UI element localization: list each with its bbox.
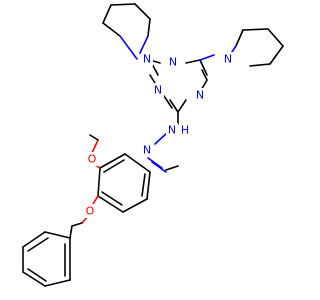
imine-nitrogen: N <box>143 144 151 157</box>
bond <box>151 161 167 173</box>
methoxy-oxygen: O <box>88 153 97 166</box>
bond <box>169 99 179 113</box>
bond <box>92 195 99 205</box>
bond <box>199 54 215 61</box>
bond <box>242 28 269 31</box>
structure-diagram: N N N N N N H N O O <box>22 3 284 287</box>
bond <box>134 3 151 20</box>
bond <box>147 157 163 169</box>
bond <box>103 159 125 173</box>
bond <box>97 167 101 197</box>
triazine-nitrogen-left: N <box>154 84 162 97</box>
bond <box>267 28 284 47</box>
bond <box>27 237 49 252</box>
bond <box>139 35 149 54</box>
bond <box>89 134 99 141</box>
bond <box>22 231 46 248</box>
benzene-ring-central <box>97 153 151 213</box>
label-background <box>141 143 153 157</box>
bond <box>146 171 151 200</box>
bond <box>22 271 46 287</box>
label-background <box>180 123 190 137</box>
bond <box>249 63 271 67</box>
bond <box>110 3 136 6</box>
bond <box>235 29 244 47</box>
phenyl-ring-terminal <box>22 231 71 287</box>
bond <box>122 198 148 213</box>
bond <box>147 18 151 37</box>
label-background <box>141 52 153 66</box>
label-background <box>222 52 234 66</box>
label-background <box>84 204 96 218</box>
piperidine-nitrogen-left: N <box>143 53 151 66</box>
hydrazone-linker <box>147 111 179 173</box>
bond <box>124 153 151 173</box>
bond <box>69 225 73 239</box>
label-background <box>86 152 98 166</box>
triazine-nitrogen-top: N <box>169 56 177 69</box>
triazine-nitrogen-right: N <box>196 89 204 102</box>
bond <box>44 279 71 287</box>
nh-nitrogen: N <box>168 124 176 137</box>
bond <box>91 139 99 154</box>
atom-labels: N N N N N N H N O O <box>84 52 234 218</box>
label-background <box>167 55 179 69</box>
label-background <box>194 88 206 102</box>
bond <box>177 99 187 113</box>
bond <box>71 222 83 227</box>
bond <box>165 165 179 171</box>
bond <box>201 69 208 81</box>
benzyloxy-oxygen: O <box>86 205 95 218</box>
bond <box>141 173 146 197</box>
piperidine-ring-left <box>102 3 151 60</box>
bond <box>101 191 123 206</box>
bond <box>199 59 208 76</box>
bond <box>102 4 112 24</box>
bond <box>154 131 169 145</box>
nh-hydrogen: H <box>181 124 189 137</box>
label-background <box>152 83 164 97</box>
piperidine-ring-right <box>229 28 284 67</box>
bond <box>102 22 121 37</box>
bond <box>97 195 124 213</box>
label-background <box>166 123 178 137</box>
bond <box>27 268 47 282</box>
bond <box>185 59 201 64</box>
bond <box>119 35 138 60</box>
bond <box>99 153 126 169</box>
bond <box>44 231 71 239</box>
bond <box>269 45 284 65</box>
piperidine-nitrogen-right: N <box>224 53 232 66</box>
bond <box>163 95 173 109</box>
